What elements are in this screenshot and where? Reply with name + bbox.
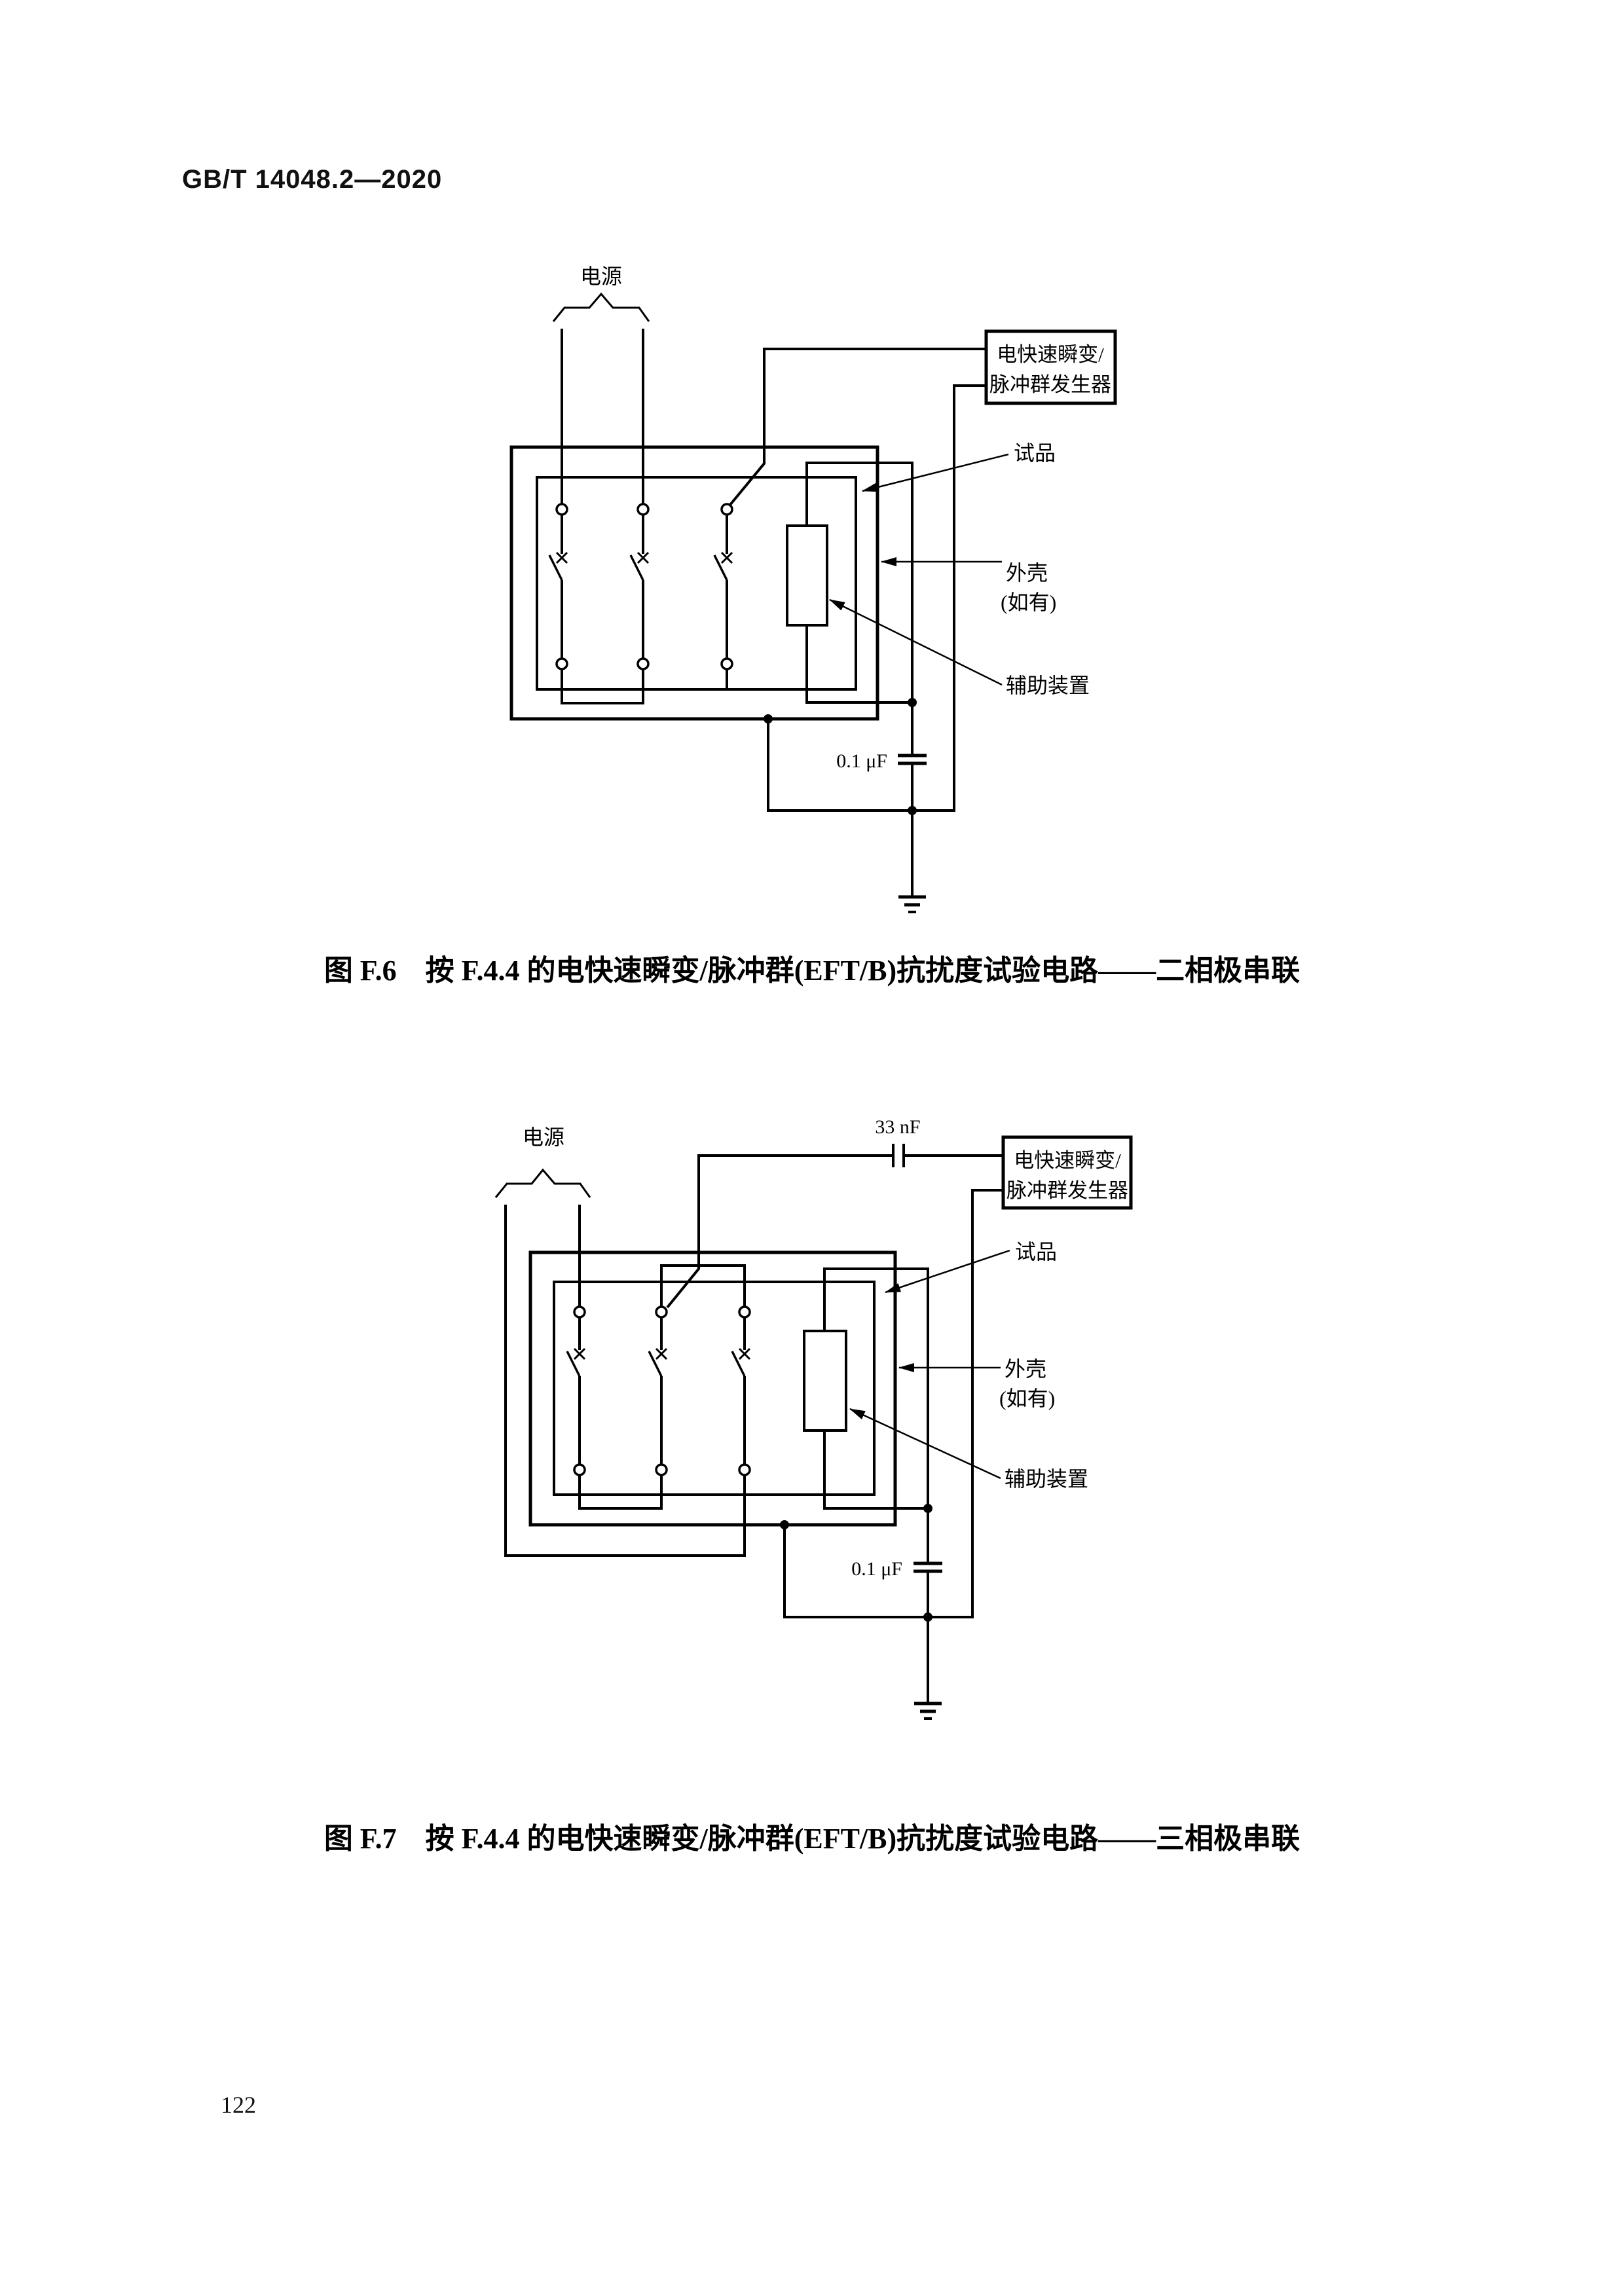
f6-enclosure-note: (如有)	[1001, 591, 1056, 614]
f7-capacitor-value: 0.1 μF	[851, 1558, 902, 1580]
f7-specimen-label: 试品	[1015, 1240, 1057, 1264]
f6-generator-output-wire	[729, 348, 986, 506]
capacitor-icon	[898, 754, 927, 765]
f6-enclosure-label: 外壳	[1006, 561, 1048, 585]
figure-f6-caption: 图 F.6 按 F.4.4 的电快速瞬变/脉冲群(EFT/B)抗扰度试验电路——…	[323, 955, 1301, 987]
standard-number-header: GB/T 14048.2—2020	[182, 165, 443, 194]
f7-series-link-top	[660, 1264, 746, 1307]
f6-terminal-circles	[555, 503, 733, 670]
f7-series-capacitor-value: 33 nF	[875, 1116, 920, 1138]
f6-power-source-label: 电源	[580, 264, 622, 288]
f7-generator-label-line1: 电快速瞬变/	[1014, 1149, 1121, 1172]
f7-specimen-box	[553, 1281, 876, 1496]
f7-series-link-bottom	[578, 1475, 663, 1510]
f7-enclosure-note: (如有)	[999, 1387, 1055, 1410]
f7-switch-poles	[566, 1317, 751, 1465]
f7-generator-box	[1001, 1135, 1133, 1210]
f6-enclosure-box	[509, 445, 879, 721]
f7-leader-lines	[849, 1249, 1010, 1480]
f7-generator-output-wire-left	[666, 1154, 893, 1309]
capacitor-icon	[913, 1561, 942, 1573]
figure-f7-diagram: 电源 33 nF 0.1 μF	[494, 1116, 1133, 1720]
f6-generator-label-line1: 电快速瞬变/	[997, 343, 1104, 366]
power-source-brace-icon	[494, 1168, 591, 1198]
f7-enclosure-label: 外壳	[1005, 1357, 1046, 1381]
f6-generator-label-line2: 脉冲群发生器	[989, 373, 1111, 396]
f7-terminal-circles	[573, 1305, 751, 1476]
junction-dots	[764, 698, 917, 815]
f7-auxiliary-device-box	[803, 1330, 847, 1432]
f6-leader-lines	[829, 453, 1009, 686]
f7-power-source-label: 电源	[523, 1125, 564, 1149]
ground-icon	[898, 895, 926, 913]
figure-f6-diagram: 电源 0.1 μF	[509, 264, 1117, 913]
f7-enclosure-box	[528, 1250, 897, 1527]
f7-auxiliary-label: 辅助装置	[1005, 1467, 1088, 1491]
f7-generator-return-wire	[783, 1189, 1003, 1618]
f7-generator-label-line2: 脉冲群发生器	[1006, 1179, 1128, 1202]
series-capacitor-icon	[892, 1144, 905, 1167]
f6-specimen-label: 试品	[1014, 441, 1056, 465]
f7-supply-line-1	[504, 1205, 746, 1557]
f6-generator-box	[984, 329, 1117, 405]
figure-f7-caption: 图 F.7 按 F.4.4 的电快速瞬变/脉冲群(EFT/B)抗扰度试验电路——…	[323, 1823, 1301, 1855]
page-number: 122	[221, 2092, 256, 2118]
f6-capacitor-value: 0.1 μF	[836, 750, 887, 772]
f6-auxiliary-label: 辅助装置	[1006, 674, 1090, 697]
f6-specimen-box	[536, 476, 857, 691]
f6-switch-poles	[548, 515, 733, 659]
ground-icon	[914, 1702, 942, 1720]
power-source-brace-icon	[552, 292, 650, 322]
junction-dots	[780, 1504, 932, 1622]
f6-series-link-bottom	[561, 669, 644, 704]
f6-auxiliary-device-box	[786, 524, 828, 627]
f6-generator-return-wire	[767, 384, 986, 812]
